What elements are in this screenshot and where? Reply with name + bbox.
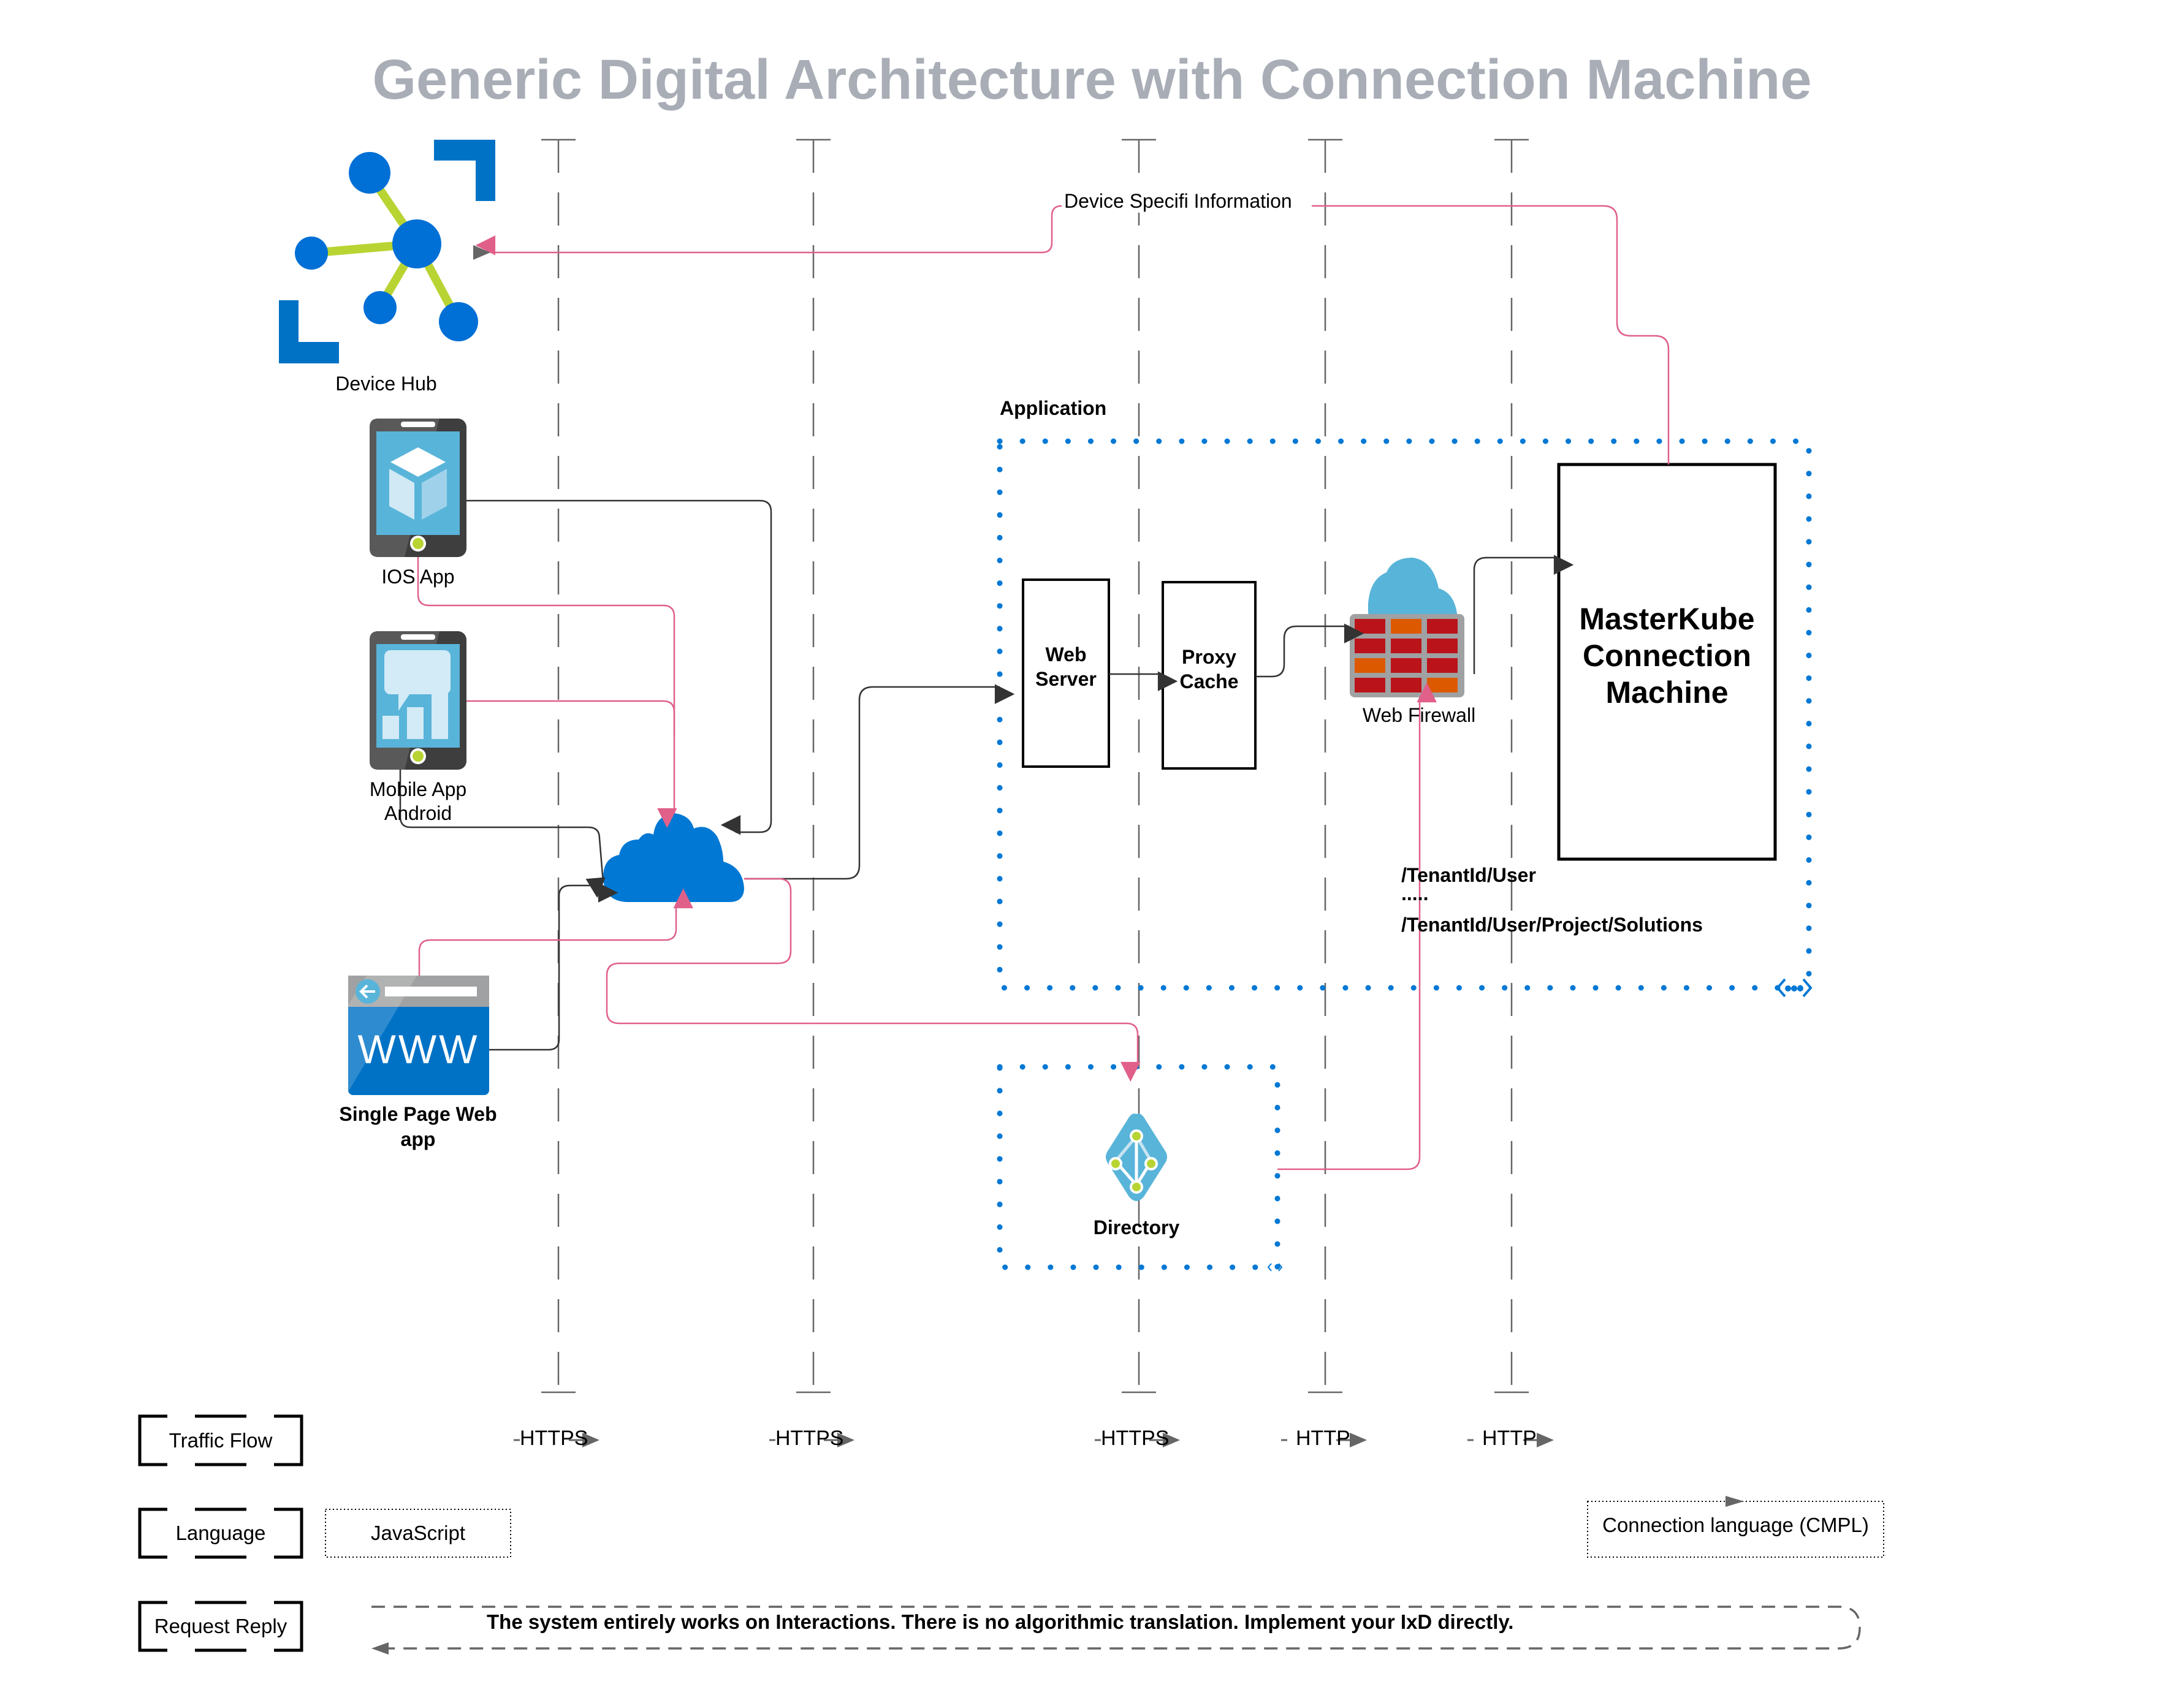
proxy-cache-label-line1: Proxy xyxy=(1182,646,1236,668)
javascript-box-border xyxy=(325,1509,511,1558)
tenant-path-1: /TenantId/User xyxy=(1401,864,1536,886)
connector-deviceinfo-to-devicehub xyxy=(475,205,1062,256)
connector-directory-to-firewall xyxy=(1277,682,1437,1170)
connector-masterkube-to-devicehub xyxy=(1312,205,1670,465)
protocol-arrows xyxy=(514,1433,1554,1447)
request-reply-loop xyxy=(371,1606,1861,1650)
firewall-brick xyxy=(1391,658,1421,673)
lane-line-2 xyxy=(796,138,831,1394)
connector-proxy-to-firewall xyxy=(1255,623,1364,678)
web-server-box[interactable] xyxy=(1022,578,1110,768)
protocol-label-3: HTTPS xyxy=(1101,1427,1170,1450)
firewall-brick xyxy=(1355,678,1385,692)
connector-cloud-to-directory xyxy=(606,878,1141,1082)
firewall-brick xyxy=(1355,639,1385,653)
tenant-path-2: /TenantId/User/Project/Solutions xyxy=(1401,914,1703,936)
connector-cloud-to-application xyxy=(744,684,1015,880)
masterkube-label-line2: Connection xyxy=(1583,639,1751,673)
request-reply-note: The system entirely works on Interaction… xyxy=(487,1610,1514,1633)
device-hub-icon[interactable] xyxy=(279,140,495,363)
device-info-annotation: Device Specifi Information xyxy=(1063,190,1293,213)
firewall-brick xyxy=(1391,678,1421,692)
legend-bracket-box xyxy=(138,1601,303,1652)
lane-lines xyxy=(541,138,1529,1394)
firewall-brick xyxy=(1355,658,1385,673)
page-title: Generic Digital Architecture with Connec… xyxy=(372,48,1812,111)
directory-label: Directory xyxy=(1093,1216,1180,1238)
protocol-arrow xyxy=(514,1433,599,1447)
tenant-ellipsis: ..... xyxy=(1401,882,1429,904)
legend-traffic-flow: Traffic Flow xyxy=(169,1428,273,1452)
protocol-arrow xyxy=(1281,1433,1367,1447)
legend-bracket-box xyxy=(138,1507,303,1559)
firewall-brick xyxy=(1427,639,1458,653)
language-cmpl: Connection language (CMPL) xyxy=(1602,1514,1869,1536)
device-hub-label: Device Hub xyxy=(335,373,437,395)
language-javascript: JavaScript xyxy=(370,1522,466,1544)
directory-group-expand-icon[interactable] xyxy=(1267,1263,1283,1272)
protocol-arrow xyxy=(769,1433,854,1447)
connector-ios-to-cloud xyxy=(466,499,772,835)
masterkube-label-line1: MasterKube xyxy=(1579,602,1755,636)
spa-label-line2: app xyxy=(400,1128,436,1150)
application-group-label: Application xyxy=(1000,397,1107,419)
spa-label-line1: Single Page Web xyxy=(339,1103,497,1125)
legend-language: Language xyxy=(175,1522,266,1544)
protocol-label-5: HTTP xyxy=(1482,1427,1537,1450)
connector-spa-to-cloud-pink xyxy=(418,888,693,976)
masterkube-label-line3: Machine xyxy=(1605,675,1729,710)
connector-android-to-cloud-pink xyxy=(466,700,675,735)
application-group-expand-icon[interactable] xyxy=(1776,978,1813,998)
legend-request-reply: Request Reply xyxy=(154,1615,287,1637)
connector-android-to-cloud xyxy=(399,770,606,898)
www-browser-icon[interactable]: WWW xyxy=(348,976,489,1095)
android-app-label-line2: Android xyxy=(384,802,452,824)
web-server-label: Web Server xyxy=(1023,642,1109,691)
legend-bracket-box xyxy=(138,1414,303,1466)
connector-ios-to-cloud-pink xyxy=(417,557,677,829)
lane-line-4 xyxy=(1308,138,1342,1394)
web-server-label-line1: Web xyxy=(1045,643,1087,665)
firewall-brick xyxy=(1391,619,1421,634)
connector-spa-to-cloud xyxy=(489,882,618,1051)
firewall-brick xyxy=(1427,619,1458,634)
web-firewall-label: Web Firewall xyxy=(1362,704,1476,726)
directory-icon[interactable] xyxy=(1106,1113,1167,1201)
masterkube-box[interactable] xyxy=(1557,463,1777,861)
firewall-brick xyxy=(1391,639,1421,653)
protocol-label-4: HTTP xyxy=(1296,1427,1350,1450)
protocol-arrow xyxy=(1095,1433,1180,1447)
protocol-label-1: HTTPS xyxy=(520,1427,588,1450)
legend-brackets xyxy=(138,1414,303,1652)
android-app-label-line1: Mobile App xyxy=(369,778,467,800)
ios-phone-icon[interactable] xyxy=(370,419,466,557)
proxy-cache-label-line2: Cache xyxy=(1179,670,1239,692)
connector-firewall-to-masterkube xyxy=(1473,555,1574,674)
connectors-pink xyxy=(417,205,1670,1170)
internet-cloud-icon[interactable] xyxy=(603,813,744,902)
lane-line-3 xyxy=(1122,138,1156,1394)
lane-line-1 xyxy=(541,138,576,1394)
masterkube-label: MasterKube Connection Machine xyxy=(1559,601,1775,711)
proxy-cache-box[interactable] xyxy=(1162,581,1257,770)
connectors-dark xyxy=(399,499,1574,1051)
android-phone-icon[interactable] xyxy=(370,631,466,770)
proxy-cache-label: Proxy Cache xyxy=(1163,645,1255,694)
firewall-brick xyxy=(1427,658,1458,673)
www-text: WWW xyxy=(358,1026,480,1072)
lane-line-5 xyxy=(1494,138,1529,1394)
device-hub-arrowhead xyxy=(473,245,490,260)
cmpl-arrowhead xyxy=(1726,1496,1744,1507)
firewall-brick xyxy=(1427,678,1458,692)
protocol-arrow xyxy=(1467,1433,1554,1447)
web-server-label-line2: Server xyxy=(1035,668,1097,690)
request-reply-arrowhead xyxy=(371,1642,389,1655)
firewall-brick xyxy=(1355,619,1385,634)
protocol-label-2: HTTPS xyxy=(775,1427,844,1450)
web-firewall-icon[interactable] xyxy=(1350,558,1464,697)
ios-app-label: IOS App xyxy=(381,566,455,588)
